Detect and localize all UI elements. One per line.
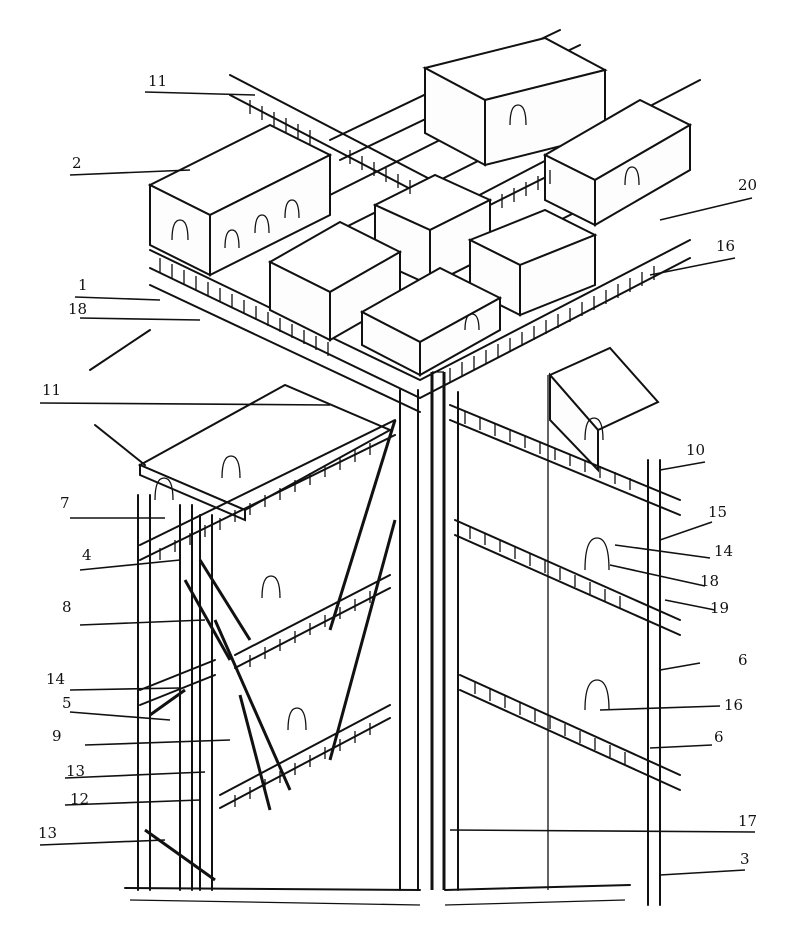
left-posts bbox=[138, 495, 212, 890]
callout-1: 1 bbox=[78, 276, 88, 294]
callout-11-top: 11 bbox=[148, 72, 167, 90]
callout-8: 8 bbox=[62, 598, 72, 616]
callout-15: 15 bbox=[708, 503, 727, 521]
callout-19: 19 bbox=[710, 599, 729, 617]
callout-3: 3 bbox=[740, 850, 750, 868]
callout-10: 10 bbox=[686, 441, 705, 459]
callout-13-upper: 13 bbox=[66, 762, 85, 780]
right-lower-enclosure bbox=[550, 348, 658, 470]
callout-14-left: 14 bbox=[46, 670, 65, 688]
left-lower-enclosure bbox=[90, 330, 390, 520]
callout-2: 2 bbox=[72, 154, 82, 172]
callout-18-right: 18 bbox=[700, 572, 719, 590]
callout-9: 9 bbox=[52, 727, 62, 745]
callout-16-top: 16 bbox=[716, 237, 735, 255]
callout-18-top: 18 bbox=[68, 300, 87, 318]
callout-20: 20 bbox=[738, 176, 757, 194]
left-tier-4 bbox=[140, 660, 215, 705]
callout-16-right: 16 bbox=[724, 696, 743, 714]
right-posts bbox=[548, 375, 660, 905]
callout-5: 5 bbox=[62, 694, 72, 712]
callout-14-right: 14 bbox=[714, 542, 733, 560]
central-tower bbox=[400, 372, 458, 890]
callout-13-lower: 13 bbox=[38, 824, 57, 842]
callout-4: 4 bbox=[82, 546, 92, 564]
callout-6-right: 6 bbox=[738, 651, 748, 669]
callout-6-lower: 6 bbox=[714, 728, 724, 746]
right-tier-2 bbox=[455, 520, 680, 635]
ground-line bbox=[125, 885, 630, 905]
callout-11-mid: 11 bbox=[42, 381, 61, 399]
callout-7: 7 bbox=[60, 494, 70, 512]
callout-17: 17 bbox=[738, 812, 757, 830]
callout-12: 12 bbox=[70, 790, 89, 808]
